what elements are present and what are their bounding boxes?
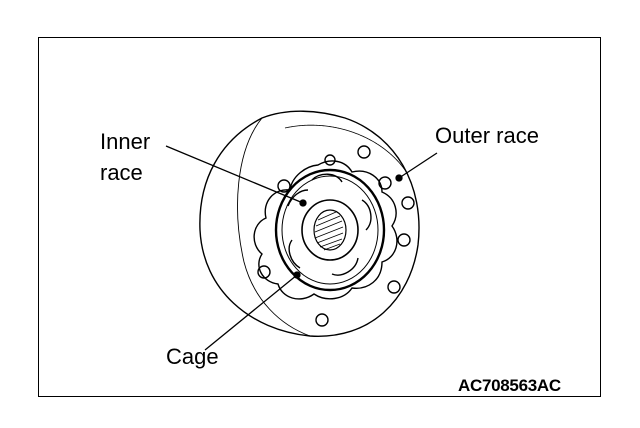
inner-race [301,199,359,261]
outer-race-body [199,110,420,337]
figure-frame [38,37,601,397]
leader-dot-inner-race [299,199,307,207]
leader-dot-cage [293,271,301,279]
ball-track-outline [253,160,398,300]
cage-label: Cage [166,344,219,369]
cage-ring-inner [281,175,379,285]
bolt-hole [277,179,291,193]
bolt-hole [401,196,415,210]
cage-window [288,239,301,269]
bolt-hole [357,145,371,159]
bolt-hole [387,280,401,294]
outer-race-side-shade [284,124,406,171]
inner-race-label: Inner [100,129,151,154]
leader-dot-outer-race [395,174,403,182]
bolt-hole [324,154,336,166]
spline-hatch [314,211,344,251]
figure-code: AC708563AC [458,376,561,395]
leader-outer-race [398,152,438,179]
inner-race-bore [313,209,347,251]
bolt-hole [315,313,329,327]
cage-window [287,189,309,207]
cage-window [361,199,372,231]
leader-inner-race [165,145,304,204]
inner-race-label-line2: race [100,160,143,185]
bolt-hole [397,233,411,247]
outer-race-rear-edge [237,117,311,337]
cage-window [311,173,343,183]
leader-cage [204,274,298,351]
outer-race-label: Outer race [435,123,539,148]
cage-ring [274,168,386,292]
cage-window [331,257,359,276]
bolt-hole [378,176,392,190]
